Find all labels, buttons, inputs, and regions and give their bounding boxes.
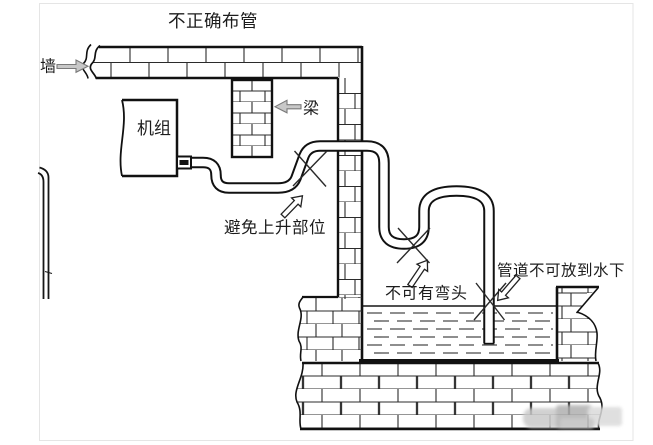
water-dashes: [367, 312, 553, 354]
no-elbow-arrow-icon: [406, 259, 429, 289]
ceiling-wall: [81, 43, 362, 80]
underwater-label: 管道不可放到水下: [497, 262, 625, 280]
wall-break-mark: [81, 43, 92, 79]
beam-arrow-icon: [273, 99, 302, 114]
underwater-arrow-icon: [496, 274, 521, 302]
wall-arrow-icon: [56, 59, 90, 74]
beam: [230, 78, 274, 159]
tank-left-pier: [297, 295, 362, 362]
prohibition-cross-rise: [292, 150, 328, 187]
left-partial-pipe: [37, 166, 53, 299]
unit-label: 机组: [137, 119, 171, 138]
prohibition-cross-elbow: [396, 227, 431, 264]
avoid-rise-label: 避免上升部位: [224, 218, 326, 237]
tank-right-pier: [555, 285, 599, 362]
pipe-connector: [176, 155, 192, 170]
watermark: [523, 405, 622, 429]
no-elbow-label: 不可有弯头: [385, 285, 468, 303]
beam-label: 梁: [303, 100, 319, 118]
refrigerant-pipe: [191, 140, 495, 345]
unit-box: [119, 98, 179, 178]
water-tank: [359, 305, 559, 362]
diagram-frame: [39, 3, 634, 441]
diagram-title: 不正确布管: [168, 11, 258, 31]
prohibition-cross-underwater: [473, 282, 507, 321]
avoid-rise-arrow-icon: [280, 195, 304, 219]
wall-label: 墙: [40, 58, 56, 76]
